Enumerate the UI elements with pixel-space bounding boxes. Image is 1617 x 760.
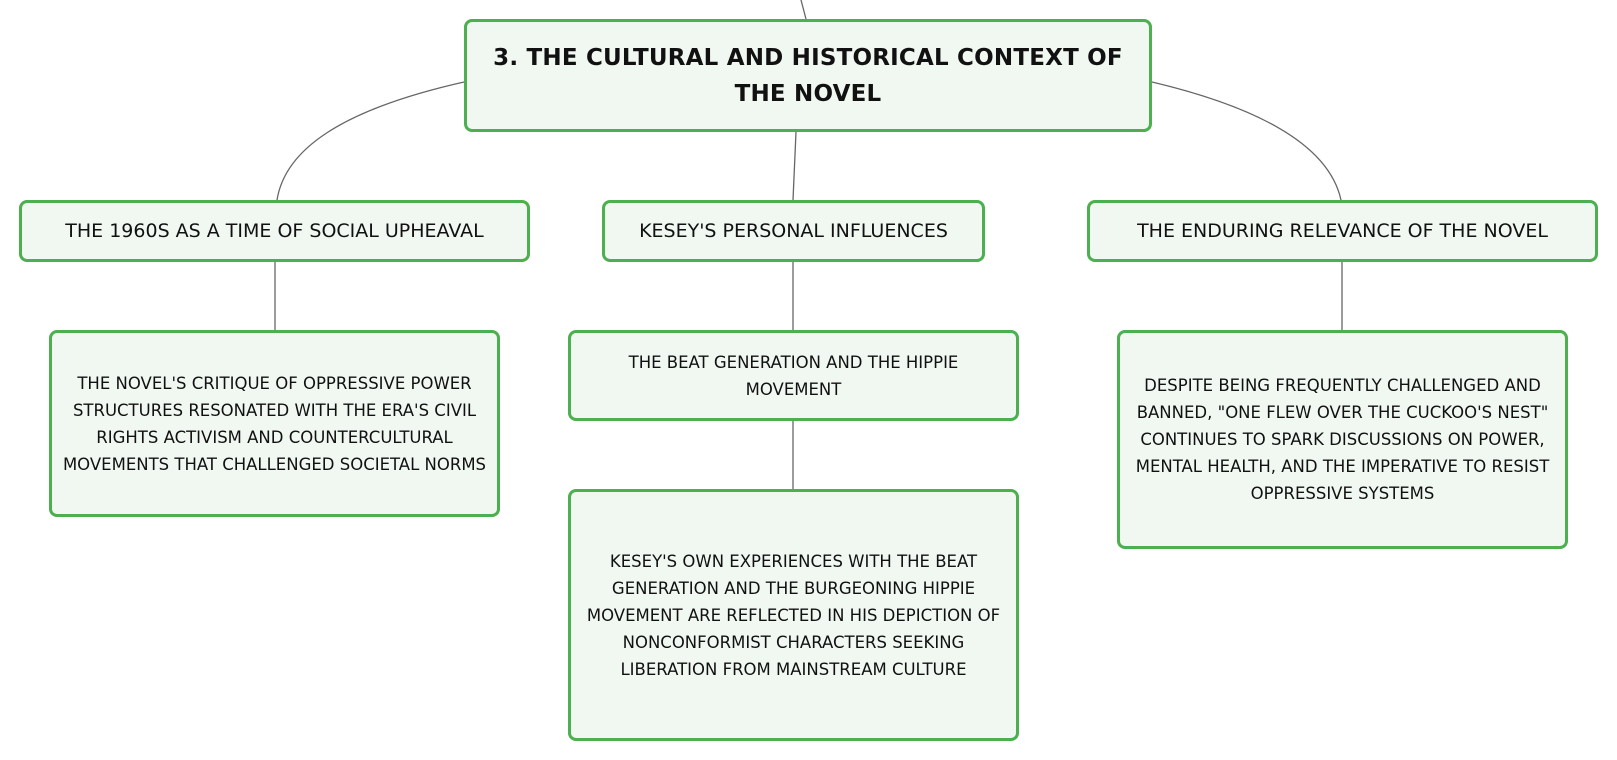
branch-label: THE 1960S AS A TIME OF SOCIAL UPHEAVAL xyxy=(65,220,484,242)
connector-parent-to-root xyxy=(800,0,807,20)
leaf-label: THE NOVEL'S CRITIQUE OF OPPRESSIVE POWER… xyxy=(62,373,487,474)
branch-kesey-personal-influences[interactable]: KESEY'S PERSONAL INFLUENCES xyxy=(602,200,985,262)
leaf-label: DESPITE BEING FREQUENTLY CHALLENGED AND … xyxy=(1135,376,1550,503)
branch-1960s-social-upheaval[interactable]: THE 1960S AS A TIME OF SOCIAL UPHEAVAL xyxy=(19,200,530,262)
leaf-label: KESEY'S OWN EXPERIENCES WITH THE BEAT GE… xyxy=(586,551,1001,679)
leaf-kesey-experiences[interactable]: KESEY'S OWN EXPERIENCES WITH THE BEAT GE… xyxy=(568,489,1019,741)
root-topic[interactable]: 3. THE CULTURAL AND HISTORICAL CONTEXT O… xyxy=(464,19,1152,132)
subtopic-beat-generation-hippie[interactable]: THE BEAT GENERATION AND THE HIPPIE MOVEM… xyxy=(568,330,1019,421)
connector-root-to-branch-kesey xyxy=(792,131,797,201)
connector-root-to-branch-1960s xyxy=(276,81,465,201)
subtopic-label: THE BEAT GENERATION AND THE HIPPIE MOVEM… xyxy=(628,352,959,399)
branch-label: THE ENDURING RELEVANCE OF THE NOVEL xyxy=(1137,220,1548,242)
leaf-critique-of-power[interactable]: THE NOVEL'S CRITIQUE OF OPPRESSIVE POWER… xyxy=(49,330,500,517)
root-topic-label: 3. THE CULTURAL AND HISTORICAL CONTEXT O… xyxy=(493,44,1123,107)
connector-root-to-branch-relevance xyxy=(1151,81,1342,201)
leaf-enduring-discussions[interactable]: DESPITE BEING FREQUENTLY CHALLENGED AND … xyxy=(1117,330,1568,549)
branch-enduring-relevance[interactable]: THE ENDURING RELEVANCE OF THE NOVEL xyxy=(1087,200,1598,262)
branch-label: KESEY'S PERSONAL INFLUENCES xyxy=(639,220,948,242)
